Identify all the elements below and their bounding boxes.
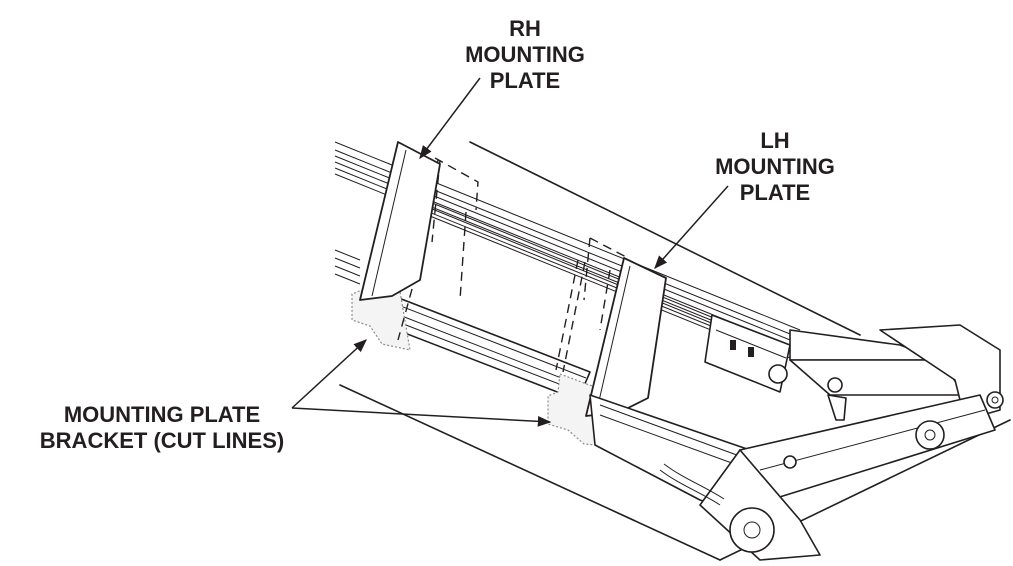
bracket-label-line-1: MOUNTING PLATE [63, 402, 261, 427]
lh-mounting-plate [555, 237, 667, 417]
lh-label-line-3: PLATE [739, 180, 811, 205]
lh-label-line-1: LH [760, 128, 790, 153]
rh-label-line-3: PLATE [489, 68, 561, 93]
rh-mounting-plate [359, 141, 479, 341]
rh-label-line-2: MOUNTING [465, 42, 585, 67]
bracket-label-line-2: BRACKET (CUT LINES) [39, 428, 285, 453]
frame-linkage [589, 314, 1004, 561]
rh-label-line-1: RH [509, 16, 541, 41]
lh-label-line-2: MOUNTING [715, 154, 835, 179]
rh-mounting-plate-label: RH MOUNTING PLATE [455, 16, 595, 94]
bracket-leader-arrow-left [291, 339, 367, 409]
lh-mounting-plate-label: LH MOUNTING PLATE [705, 128, 845, 206]
bracket-leader-arrow-right [291, 407, 552, 427]
lh-leader-arrow [654, 185, 729, 270]
rh-leader-arrow [419, 77, 481, 160]
mounting-plate-bracket-label: MOUNTING PLATE BRACKET (CUT LINES) [2, 402, 322, 454]
leader-arrows [291, 77, 729, 427]
